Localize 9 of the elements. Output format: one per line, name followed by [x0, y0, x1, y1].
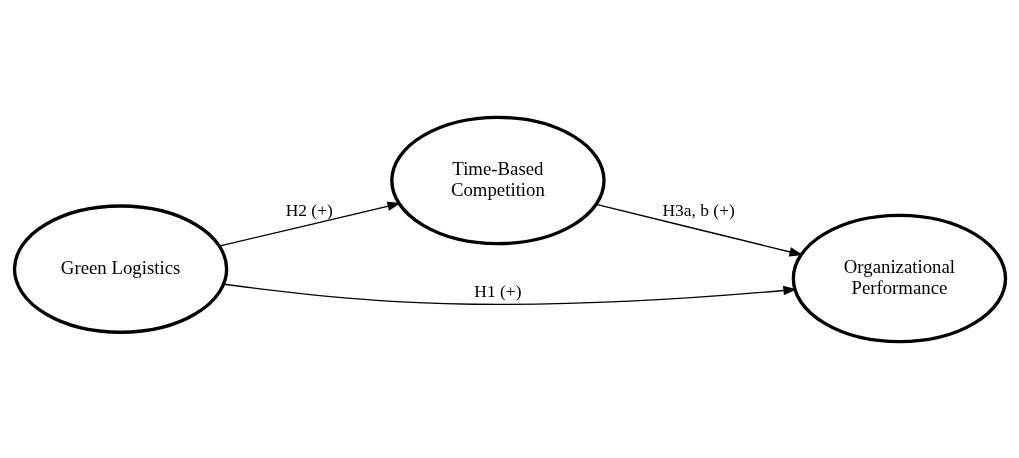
- node-ellipse: Green Logistics: [12, 203, 228, 334]
- arrow: [223, 283, 797, 305]
- arrow: [218, 201, 401, 247]
- edge-label: H3a, b (+): [662, 199, 735, 220]
- edge-label: H1 (+): [473, 280, 521, 301]
- arrow: [595, 203, 803, 256]
- edge-label: H2 (+): [285, 199, 333, 220]
- node-ellipse: Time-Based Competition: [389, 115, 606, 245]
- node-ellipse: Organizational Performance: [791, 213, 1007, 343]
